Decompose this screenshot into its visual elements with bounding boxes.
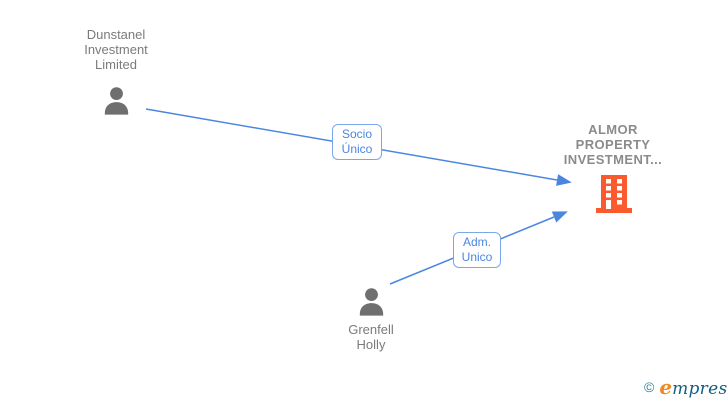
- node-label-dunstanel: Dunstanel Investment Limited: [56, 27, 176, 72]
- brand-name-rest: mpresia: [672, 379, 728, 399]
- node-label-line: ALMOR: [588, 122, 638, 137]
- person-icon-grenfell[interactable]: [354, 285, 389, 320]
- edge-label-line: Único: [341, 142, 373, 156]
- edge-label-line: Adm.: [462, 235, 491, 249]
- edge-label-line: Socio: [341, 127, 373, 141]
- brand-letter-e: e: [659, 375, 673, 399]
- edge-label-socio-unico[interactable]: Socio Único: [332, 124, 382, 160]
- node-label-line: Grenfell: [348, 322, 394, 337]
- node-label-almor: ALMOR PROPERTY INVESTMENT...: [548, 122, 678, 167]
- node-label-line: Limited: [95, 57, 137, 72]
- edge-label-adm-unico[interactable]: Adm. Unico: [453, 232, 501, 268]
- copyright-symbol: ©: [644, 379, 655, 395]
- node-label-line: Dunstanel: [86, 27, 146, 42]
- node-label-line: Investment: [84, 42, 148, 57]
- company-building-icon-almor[interactable]: [594, 175, 634, 213]
- person-icon-dunstanel[interactable]: [99, 84, 134, 119]
- node-label-line: Holly: [356, 337, 386, 352]
- edge-label-line: Unico: [461, 250, 493, 264]
- empresia-logo[interactable]: ©empresia: [644, 375, 728, 399]
- node-label-line: PROPERTY: [575, 137, 651, 152]
- node-label-grenfell: Grenfell Holly: [311, 322, 431, 352]
- node-label-line: INVESTMENT...: [563, 152, 663, 167]
